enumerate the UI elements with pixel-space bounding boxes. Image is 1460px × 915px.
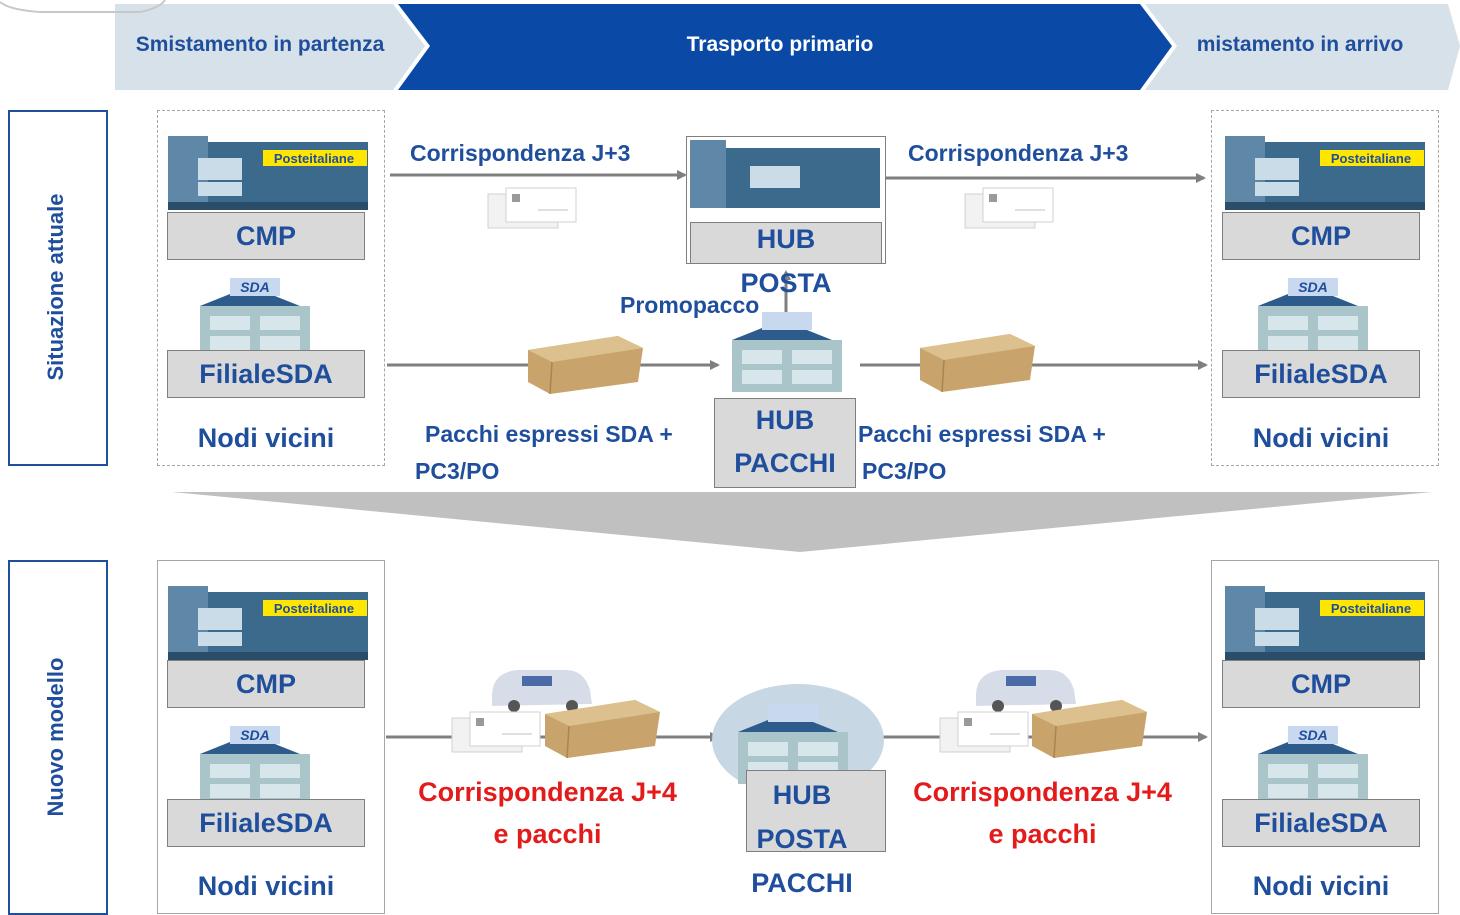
filiale-sda-label: FilialeSDA (1222, 799, 1420, 847)
parcel-flow-right-label: Pacchi espressi SDA + (858, 421, 1106, 447)
hub-posta-line1: HUB (756, 224, 816, 254)
section-current-label: Situazione attuale (43, 193, 68, 381)
corner-decoration (0, 0, 166, 13)
envelope-icon (939, 711, 1029, 753)
hub-pacchi-building-icon (732, 312, 842, 392)
parcel-icon (527, 335, 644, 395)
parcel-flow-right-label-2: PC3/PO (862, 458, 947, 484)
nearby-nodes-label: Nodi vicini (1252, 423, 1390, 453)
transition-funnel (172, 492, 1432, 552)
promopacco-label: Promopacco (620, 292, 760, 318)
envelope-icon (487, 187, 577, 229)
stage-departure-sorting: Smistamento in partenza (135, 33, 385, 56)
hub-pacchi-line1: HUB (755, 405, 815, 435)
parcel-icon (919, 333, 1036, 393)
new-arrival-nodes-group (1211, 560, 1439, 914)
nearby-nodes-label: Nodi vicini (197, 423, 335, 453)
nearby-nodes-label: Nodi vicini (197, 871, 335, 901)
sda-sign: SDA (1298, 727, 1328, 743)
section-current-frame: Situazione attuale (8, 110, 108, 466)
hub-new-line1: HUB (772, 780, 832, 810)
envelope-icon (964, 187, 1054, 229)
van-icon (492, 670, 592, 712)
section-new-frame: Nuovo modello (8, 560, 108, 915)
new-departure-nodes-group (157, 560, 385, 914)
hub-new-line3: PACCHI (751, 868, 853, 898)
new-flow-right-label: Corrispondenza J+4 (913, 777, 1172, 807)
departure-nodes-group (157, 110, 385, 466)
parcel-flow-left-label-2: PC3/PO (415, 458, 500, 484)
new-flow-right-label-2: e pacchi (988, 819, 1097, 849)
parcel-icon (1031, 699, 1148, 759)
filiale-sda-label: FilialeSDA (1222, 350, 1420, 398)
poste-sign: Posteitaliane (273, 601, 355, 616)
parcel-icon (544, 699, 661, 759)
hub-new-line2: POSTA (756, 824, 848, 854)
cmp-label: CMP (1222, 212, 1420, 260)
new-flow-left-label-2: e pacchi (493, 819, 602, 849)
cmp-label: CMP (167, 660, 365, 708)
new-flow-left-label: Corrispondenza J+4 (418, 777, 677, 807)
cmp-label: CMP (1222, 660, 1420, 708)
sda-sign: SDA (1298, 279, 1328, 295)
hub-pacchi-line2: PACCHI (734, 448, 836, 478)
filiale-sda-label: FilialeSDA (167, 350, 365, 398)
poste-sign: Posteitaliane (1330, 601, 1412, 616)
header-chevrons (115, 4, 1460, 90)
van-icon (976, 670, 1076, 712)
arrival-nodes-group (1211, 110, 1439, 466)
hub-new-box (746, 770, 886, 852)
parcel-flow-left-label: Pacchi espressi SDA + (425, 421, 673, 447)
sda-sign: SDA (240, 279, 270, 295)
section-new-label: Nuovo modello (43, 657, 68, 817)
mail-flow-right-label: Corrispondenza J+3 (908, 140, 1129, 166)
filiale-sda-label: FilialeSDA (167, 799, 365, 847)
hub-posta-building-icon (690, 140, 880, 208)
mail-flow-left-label: Corrispondenza J+3 (410, 140, 631, 166)
sda-sign: SDA (240, 727, 270, 743)
stage-arrival-sorting: mistamento in arrivo (1196, 33, 1404, 56)
cmp-label: CMP (167, 212, 365, 260)
stage-primary-transport: Trasporto primario (686, 33, 874, 56)
nearby-nodes-label: Nodi vicini (1252, 871, 1390, 901)
poste-sign: Posteitaliane (273, 151, 355, 166)
poste-sign: Posteitaliane (1330, 151, 1412, 166)
hub-posta-label-box (690, 222, 882, 264)
hub-pacchi-box (714, 398, 856, 488)
hub-posta-line2: POSTA (740, 268, 832, 298)
envelope-icon (451, 711, 541, 753)
